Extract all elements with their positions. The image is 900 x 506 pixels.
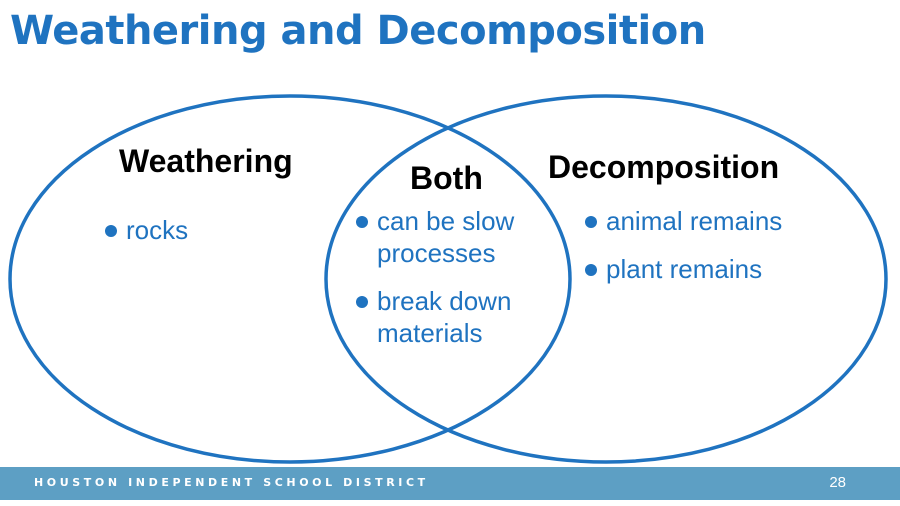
decomposition-list: animal remains plant remains xyxy=(584,205,844,301)
decomposition-heading: Decomposition xyxy=(548,149,780,185)
footer-bar: HOUSTON INDEPENDENT SCHOOL DISTRICT 28 xyxy=(0,467,900,500)
list-item: plant remains xyxy=(584,253,844,285)
list-item: rocks xyxy=(104,214,304,246)
weathering-circle xyxy=(8,94,572,464)
list-item: can be slow processes xyxy=(355,205,550,269)
organization-name: HOUSTON INDEPENDENT SCHOOL DISTRICT xyxy=(34,476,429,489)
weathering-list: rocks xyxy=(104,214,304,262)
both-heading: Both xyxy=(410,160,483,196)
list-item: break down materials xyxy=(355,285,550,349)
list-item: animal remains xyxy=(584,205,844,237)
both-list: can be slow processes break down materia… xyxy=(355,205,550,365)
decomposition-circle xyxy=(324,94,888,464)
page-number: 28 xyxy=(829,474,846,491)
weathering-heading: Weathering xyxy=(119,143,293,179)
slide-title: Weathering and Decomposition xyxy=(10,8,706,54)
